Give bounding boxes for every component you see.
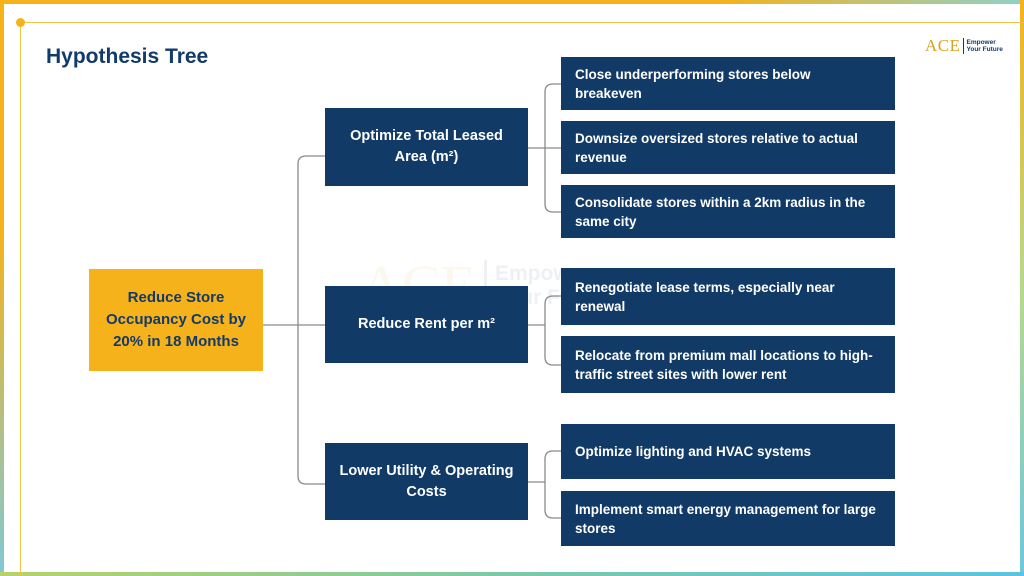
leaf-relocate-from-premium-malls: Relocate from premium mall locations to … [561, 336, 895, 393]
watermark-divider [484, 259, 487, 312]
frame-bottom-border [0, 572, 1024, 576]
branch3-leaf-connector [527, 450, 561, 519]
leaf-consolidate-stores: Consolidate stores within a 2km radius i… [561, 185, 895, 238]
leaf-renegotiate-lease-terms: Renegotiate lease terms, especially near… [561, 268, 895, 325]
frame-right-border [1020, 0, 1024, 576]
brand-logo: ACE Empower Your Future [925, 36, 1003, 56]
frame-guide-horizontal [20, 22, 1024, 23]
leaf-downsize-oversized-stores: Downsize oversized stores relative to ac… [561, 121, 895, 174]
root-to-branches-connector [263, 155, 325, 485]
leaf-close-underperforming-stores: Close underperforming stores below break… [561, 57, 895, 110]
branch1-leaf-connector [527, 83, 561, 213]
logo-tagline: Empower Your Future [966, 39, 1003, 53]
branch2-leaf-connector [527, 295, 561, 366]
branch-lower-utility-costs: Lower Utility & Operating Costs [325, 443, 528, 520]
frame-top-border [0, 0, 1024, 4]
logo-divider [962, 38, 964, 54]
page-title: Hypothesis Tree [46, 45, 209, 68]
logo-mark: ACE [925, 36, 961, 55]
branch-reduce-rent: Reduce Rent per m² [325, 286, 528, 363]
branch-optimize-leased-area: Optimize Total Leased Area (m²) [325, 108, 528, 186]
corner-dot [16, 18, 25, 27]
frame-left-border [0, 0, 4, 576]
leaf-smart-energy-management: Implement smart energy management for la… [561, 491, 895, 546]
leaf-optimize-lighting-hvac: Optimize lighting and HVAC systems [561, 424, 895, 479]
frame-guide-vertical [20, 22, 21, 576]
root-hypothesis: Reduce Store Occupancy Cost by 20% in 18… [89, 269, 263, 371]
